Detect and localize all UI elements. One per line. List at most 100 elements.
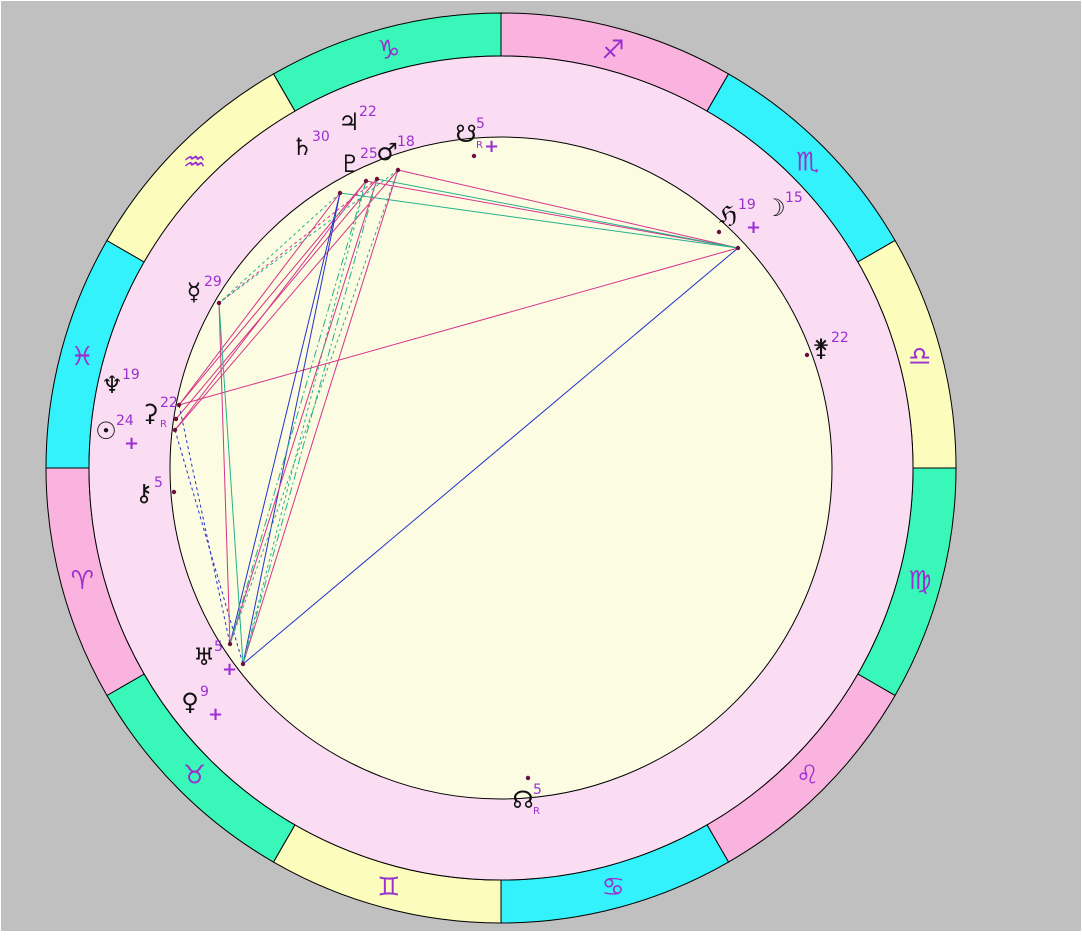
aspect-line [178,247,739,406]
sun-icon: ☉ [95,417,117,445]
planet-position-dot [374,176,380,182]
planet-degree: 5 [214,639,223,655]
planet-position-dot [525,775,531,781]
aspect-line [229,180,367,645]
planet-position-dot [173,416,179,422]
pluto-icon: ♇ [339,150,361,178]
aspect-line [229,178,378,645]
zodiac-ring: ♑ ♐ ♏ ♎ ♍ ♌ ♋ ♊ ♉ ♈ ♓ ♒ [45,12,957,924]
aspect-circle [169,136,833,800]
planet-positions [171,153,810,781]
planet-position-dot [337,190,343,196]
venus-icon: ♀ [181,688,199,716]
aspect-line [242,247,739,665]
planet-venus: ♀9 + [181,684,223,725]
aspect-line [397,169,739,249]
mercury-icon: ☿ [187,278,202,306]
sign-glyph-cancer: ♋ [602,873,625,903]
plus-marker: + [124,433,139,454]
planet-degree: 5 [533,782,542,798]
planet-degree: 30 [312,129,330,145]
plus-marker: + [746,217,761,238]
planet-degree: 19 [122,367,140,383]
aspect-line [242,169,399,665]
planet-position-dot [240,661,246,667]
planet-position-dot [171,489,177,495]
retrograde-marker: R [533,806,540,817]
aspect-line [365,180,739,249]
planet-chiron: ⚷5 [135,475,163,507]
aspect-line [178,404,231,645]
aspect-line [242,180,367,665]
uranus-icon: ♅ [193,643,215,671]
planet-degree: 24 [116,413,134,429]
planet-saturn: ♄30 [291,129,330,161]
retrograde-marker: R [160,419,167,430]
planet-pluto: ♇25 [339,146,378,178]
chiron-icon: ⚷ [135,479,153,507]
sign-glyph-capricorn: ♑ [377,35,400,65]
aspect-line [218,169,399,304]
planet-degree: 22 [359,104,377,120]
planet-degree: 22 [831,330,849,346]
ceres-icon: ⚳ [141,399,159,427]
planet-degree: 19 [738,197,756,213]
sign-glyph-libra: ♎ [908,342,931,372]
sign-glyph-gemini: ♊ [377,873,400,903]
planet-jupiter: ♃22 [338,104,377,136]
planet-degree: 22 [160,395,178,411]
sign-glyph-virgo: ♍ [908,566,931,596]
planet-position-dot [176,402,182,408]
retrograde-marker: R [476,140,483,151]
plus-marker: + [484,136,499,157]
aspect-line [178,192,341,406]
aspect-line [218,302,231,645]
planet-degree: 5 [154,475,163,491]
sign-glyph-sagittarius: ♐ [602,35,625,65]
hygiea-icon: ℌ [719,201,737,229]
aspect-lines [174,169,739,665]
planet-position-dot [172,427,178,433]
planet-position-dot [804,352,810,358]
planet-degree: 29 [204,274,222,290]
sign-glyph-pisces: ♓ [71,342,94,372]
aspect-line [242,192,341,665]
moon-icon: ☽ [764,194,786,222]
planet-mercury: ☿29 [187,274,222,306]
planet-uranus: ♅5 + [193,639,237,680]
plus-marker: + [208,704,223,725]
sign-glyph-aries: ♈ [71,566,94,596]
planet-position-dot [735,245,741,251]
plus-marker: + [222,659,237,680]
sign-glyph-leo: ♌ [796,761,819,791]
planet-degree: 18 [397,134,415,150]
planet-position-dot [216,300,222,306]
planet-position-dot [395,167,401,173]
planet-degree: 9 [200,684,209,700]
saturn-icon: ♄ [291,133,313,161]
north-node-icon: ☊ [512,786,533,814]
planet-position-dot [716,229,722,235]
south-node-icon: ☋ [455,120,476,148]
neptune-icon: ♆ [101,371,123,399]
sign-glyph-scorpio: ♏ [796,147,819,177]
aspect-line [218,302,244,665]
planet-position-dot [363,178,369,184]
mars-icon: ♂ [376,138,398,166]
aspect-line [175,178,378,420]
planet-mars: ♂18 [376,134,415,166]
sign-glyph-aquarius: ♒ [183,147,206,177]
planet-south-node: ☋5R+ [455,116,499,157]
aspect-line [229,192,341,645]
planet-position-dot [471,153,477,159]
planet-neptune: ♆19 [101,367,140,399]
planet-moon: ☽15 [764,190,803,222]
aspect-line [242,178,378,665]
sign-glyph-taurus: ♉ [183,761,206,791]
planet-degree: 25 [360,146,378,162]
aspect-line [174,169,399,431]
